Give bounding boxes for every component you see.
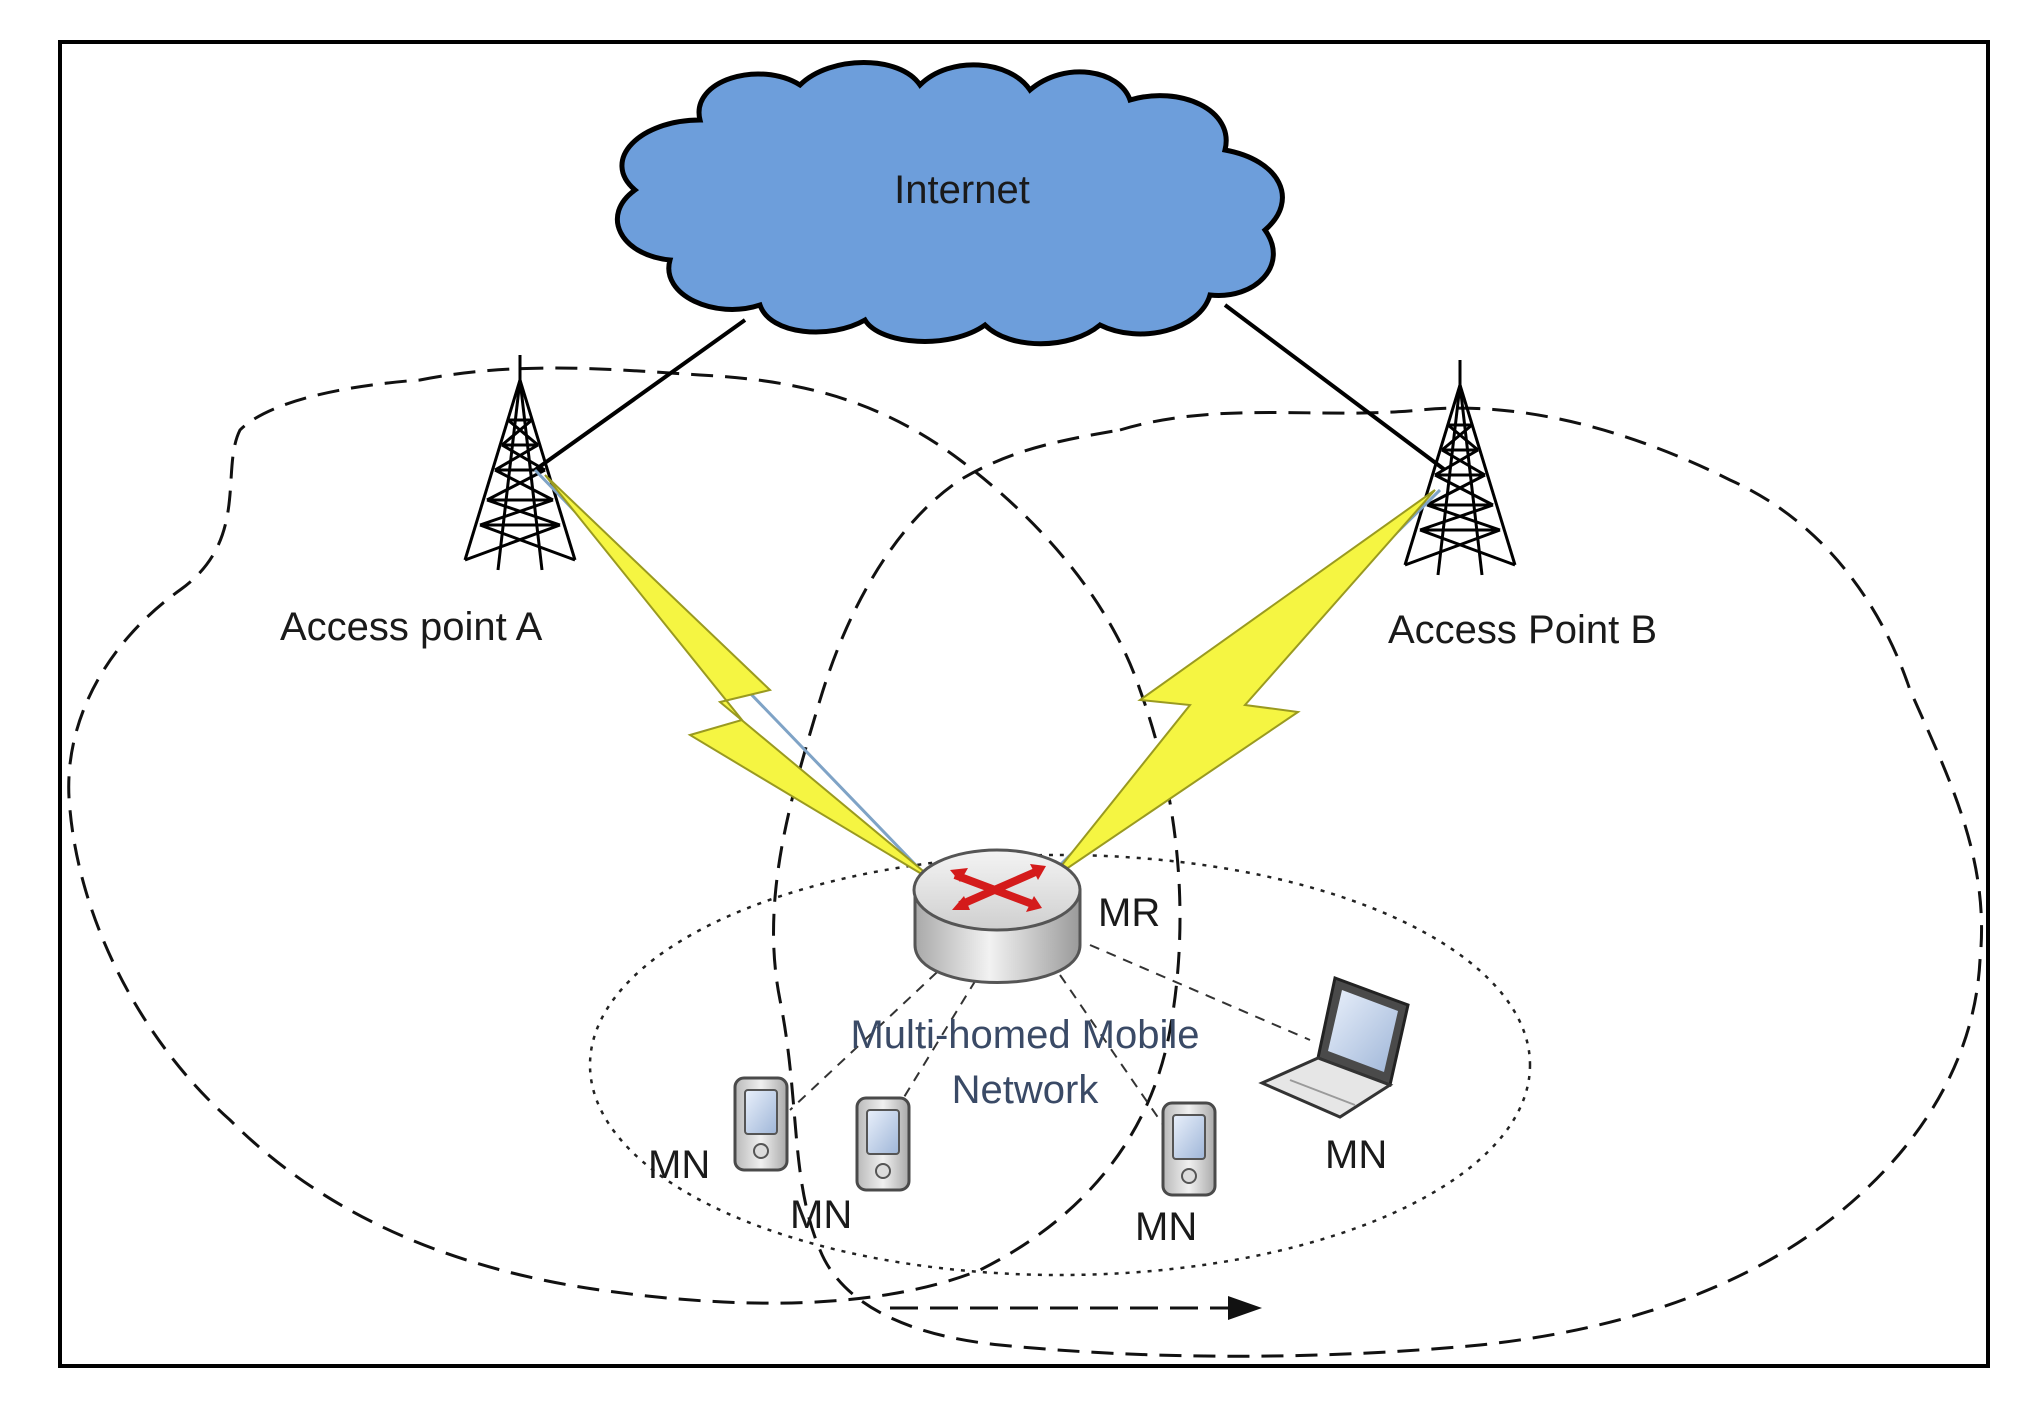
lightning-bolt-icon — [544, 474, 941, 886]
router-icon — [912, 848, 1082, 984]
arrow-right-icon — [890, 1296, 1262, 1320]
cloud-icon — [614, 60, 1285, 347]
internet-label: Internet — [894, 168, 1030, 212]
access-point-b-label: Access Point B — [1388, 608, 1657, 652]
access-point-a-label: Access point A — [280, 605, 543, 649]
router-device-links — [789, 944, 1311, 1136]
network-label-line2: Network — [952, 1068, 1100, 1112]
laptop-icon — [1258, 975, 1410, 1119]
diagram-frame — [58, 40, 1990, 1368]
coverage-area-a — [67, 366, 1182, 1305]
mn-label-4: MN — [1325, 1133, 1387, 1177]
link-internet-to-ap-a — [533, 318, 747, 472]
mn-label-2: MN — [790, 1193, 852, 1237]
router-label: MR — [1098, 891, 1160, 935]
coverage-area-b — [772, 406, 1984, 1358]
antenna-tower-icon — [463, 355, 577, 571]
mobile-network-area — [588, 853, 1532, 1277]
lightning-bolt-icon — [1049, 489, 1436, 881]
mn-label-1: MN — [648, 1143, 710, 1187]
pda-icon — [855, 1096, 911, 1192]
mn-label-3: MN — [1135, 1205, 1197, 1249]
pda-icon — [733, 1076, 789, 1172]
link-internet-to-ap-b — [1223, 303, 1447, 472]
antenna-tower-icon — [1403, 360, 1517, 576]
pda-icon — [1161, 1101, 1217, 1197]
network-label-line1: Multi-homed Mobile — [850, 1013, 1199, 1057]
